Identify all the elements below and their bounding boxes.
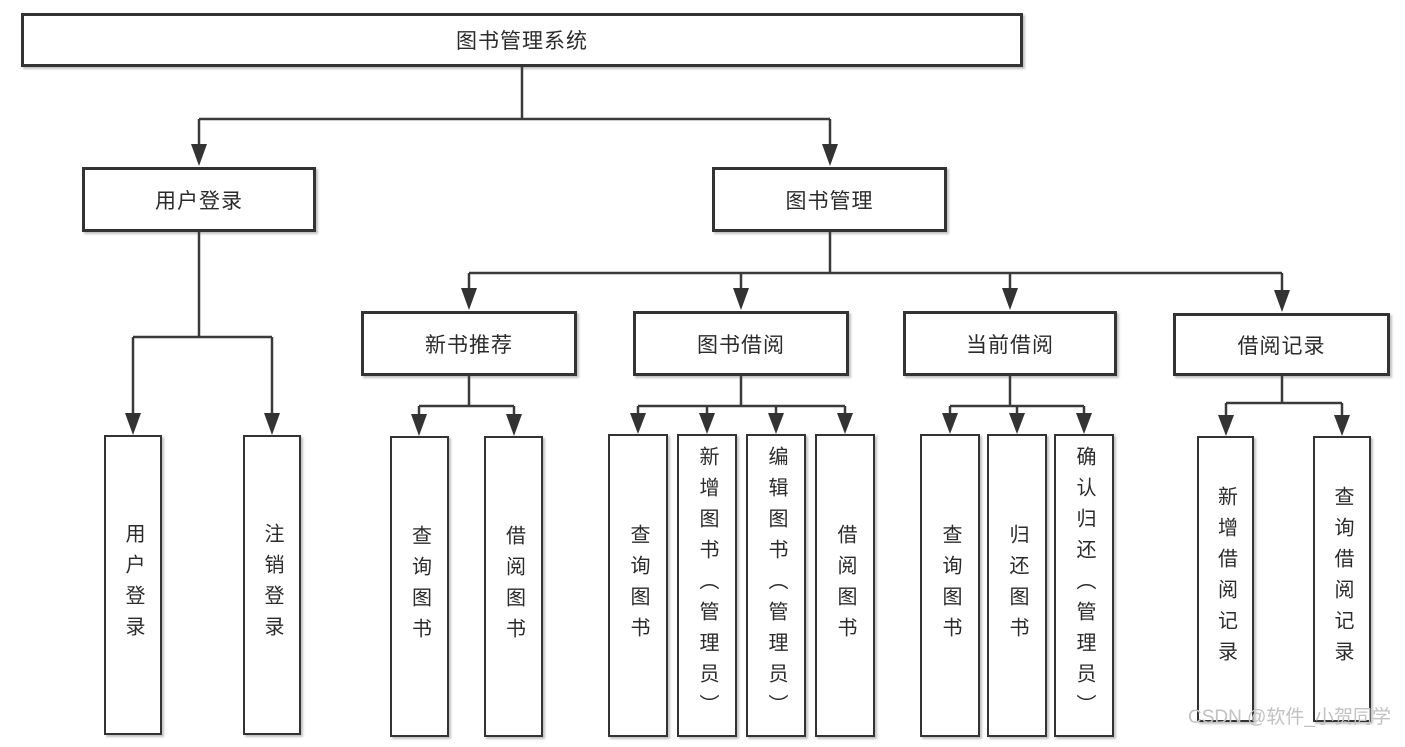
csdn-watermark: CSDN @软件_小贺同学 [1188, 707, 1391, 728]
node-label: 当前借阅 [966, 333, 1054, 357]
leaf-label: 查询借阅记录 [1331, 486, 1353, 672]
leaf-query-borrow-record: 查询借阅记录 [1313, 436, 1371, 722]
node-label: 借阅记录 [1237, 334, 1326, 358]
leaf-label: 查询图书 [408, 524, 431, 649]
leaf-label: 借阅图书 [834, 523, 856, 648]
leaf-query-books-current: 查询图书 [920, 434, 980, 737]
leaf-query-books: 查询图书 [608, 434, 668, 737]
leaf-label: 查询图书 [939, 523, 961, 648]
node-label: 图书管理 [785, 189, 874, 213]
leaf-label: 借阅图书 [502, 524, 525, 649]
leaf-label: 用户登录 [122, 523, 144, 647]
leaf-logout: 注销登录 [243, 435, 301, 735]
leaf-return-books: 归还图书 [987, 434, 1047, 737]
leaf-label: 新增图书（管理员） [696, 446, 718, 725]
node-book-borrow: 图书借阅 [633, 311, 849, 376]
leaf-add-books-admin: 新增图书（管理员） [677, 434, 737, 737]
node-label: 新书推荐 [425, 333, 513, 357]
leaf-label: 注销登录 [261, 523, 283, 647]
leaf-query-books-recommend: 查询图书 [390, 436, 449, 737]
node-book-management: 图书管理 [712, 167, 947, 232]
leaf-label: 查询图书 [627, 523, 649, 648]
leaf-label: 编辑图书（管理员） [765, 446, 787, 725]
leaf-user-login: 用户登录 [104, 435, 162, 735]
node-user-login: 用户登录 [82, 167, 316, 232]
node-label: 图书管理系统 [456, 30, 588, 53]
leaf-edit-books-admin: 编辑图书（管理员） [746, 434, 806, 737]
leaf-label: 归还图书 [1006, 523, 1028, 648]
node-label: 用户登录 [155, 189, 243, 213]
node-label: 图书借阅 [697, 333, 785, 357]
node-borrow-records: 借阅记录 [1173, 313, 1390, 376]
leaf-borrow-books-recommend: 借阅图书 [484, 436, 543, 737]
leaf-borrow-books: 借阅图书 [815, 434, 875, 737]
leaf-add-borrow-record: 新增借阅记录 [1197, 436, 1254, 722]
node-current-borrow: 当前借阅 [903, 311, 1117, 376]
leaf-label: 新增借阅记录 [1214, 486, 1237, 672]
leaf-label: 确认归还（管理员） [1073, 446, 1095, 725]
node-new-book-recommend: 新书推荐 [361, 311, 577, 376]
leaf-confirm-return-admin: 确认归还（管理员） [1054, 434, 1114, 737]
node-library-management-system: 图书管理系统 [21, 13, 1023, 67]
